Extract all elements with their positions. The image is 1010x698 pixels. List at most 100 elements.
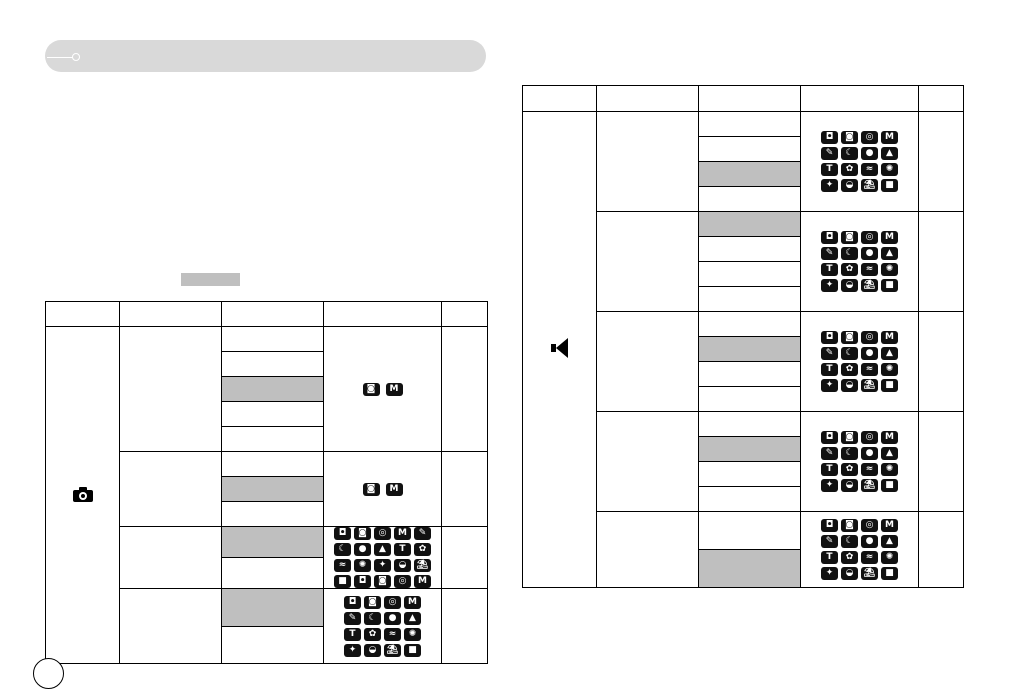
option-cell[interactable] [698, 111, 801, 137]
cam-icon: ◘ [821, 331, 838, 344]
cam-icon: ◘ [821, 231, 838, 244]
mode-icon-grid: ◘◙◎M✎☾●▲T✿≈✺✦◒⛱■ [821, 131, 898, 192]
video-icon: ■ [881, 479, 898, 492]
text-icon: T [344, 627, 361, 641]
portrait-icon: ● [861, 247, 878, 260]
option-cell-selected[interactable] [698, 549, 801, 588]
party-icon: ✦ [821, 379, 838, 392]
option-cell[interactable] [698, 361, 801, 387]
option-cell[interactable] [698, 136, 801, 162]
mode-icons-cell: ◘◙◎M✎☾●▲T✿≈✺✦◒⛱■ [800, 411, 919, 512]
left-settings-table: ◙M ◙M ◘◙◎M✎☾●▲T✿≈✺✦◒⛱■◘◙◎M ◘◙◎M✎☾●▲T✿≈✺✦… [45, 301, 488, 664]
option-cell[interactable] [698, 286, 801, 312]
option-cell[interactable] [698, 236, 801, 262]
video-icon: ■ [334, 575, 351, 588]
beach-icon: ⛱ [384, 643, 401, 657]
cam-icon: ◘ [821, 519, 838, 532]
header-cell [221, 301, 324, 327]
highlight-chip [181, 273, 240, 286]
cam2-icon: ◙ [364, 595, 381, 609]
header-cell [119, 301, 222, 327]
portrait-icon: ● [384, 611, 401, 625]
text-icon: T [821, 163, 838, 176]
moon-icon: ☾ [841, 147, 858, 160]
header-cell [596, 85, 699, 112]
firework-icon: ✺ [881, 263, 898, 276]
option-cell[interactable] [698, 311, 801, 337]
party-icon: ✦ [821, 279, 838, 292]
option-cell[interactable] [221, 351, 324, 377]
option-cell[interactable] [221, 501, 324, 527]
flower-icon: ✿ [841, 163, 858, 176]
right-settings-table: ◘◙◎M✎☾●▲T✿≈✺✦◒⛱■ ◘◙◎M✎☾●▲T✿≈✺✦◒⛱■ ◘◙◎M✎☾… [522, 85, 964, 588]
moon-icon: ☾ [334, 543, 351, 556]
option-cell[interactable] [698, 461, 801, 487]
mode-icons-cell: ◘◙◎M✎☾●▲T✿≈✺✦◒⛱■ [323, 588, 442, 664]
party-icon: ✦ [821, 479, 838, 492]
option-cell[interactable] [221, 451, 324, 477]
option-cell-selected[interactable] [221, 376, 324, 402]
sunset-icon: ◒ [841, 179, 858, 192]
dual-is-icon: ◎ [861, 519, 878, 532]
option-cell-selected[interactable] [221, 526, 324, 558]
flower-icon: ✿ [414, 543, 431, 556]
M-icon: M [385, 383, 403, 396]
mode-icon-grid: ◘◙◎M✎☾●▲T✿≈✺✦◒⛱■ [821, 231, 898, 292]
dual-is-icon: ◎ [861, 131, 878, 144]
mode-icons-cell: ◙M [323, 326, 442, 452]
cam2-icon: ◙ [354, 527, 371, 540]
option-cell-selected[interactable] [698, 436, 801, 462]
brush-icon: ✎ [821, 347, 838, 360]
option-cell[interactable] [221, 626, 324, 664]
header-dot [72, 53, 80, 61]
party-icon: ✦ [821, 567, 838, 580]
option-cell[interactable] [698, 186, 801, 212]
option-cell[interactable] [698, 511, 801, 550]
portrait-icon: ● [354, 543, 371, 556]
header-cell [698, 85, 801, 112]
T-icon: T [394, 543, 411, 556]
header-cell [45, 301, 120, 327]
M-icon: M [881, 331, 898, 344]
option-cell-selected[interactable] [698, 211, 801, 237]
video-icon: ■ [881, 567, 898, 580]
mountain-icon: ▲ [881, 247, 898, 260]
option-cell[interactable] [698, 486, 801, 512]
option-cell[interactable] [698, 411, 801, 437]
portrait-icon: ● [861, 447, 878, 460]
page-number-circle [33, 658, 64, 689]
mode-icon-grid: ◙M [362, 383, 403, 396]
header-cell [323, 301, 442, 327]
camera-mode-cell [45, 326, 120, 664]
option-cell-selected[interactable] [221, 476, 324, 502]
option-cell-selected[interactable] [221, 588, 324, 627]
brush-icon: ✎ [344, 611, 361, 625]
group-cell [596, 111, 699, 212]
option-cell-selected[interactable] [698, 161, 801, 187]
text-icon: T [821, 263, 838, 276]
M-icon: M [414, 575, 431, 588]
fish-icon: ≈ [334, 559, 351, 572]
option-cell[interactable] [221, 557, 324, 589]
option-cell[interactable] [698, 386, 801, 412]
sunset-icon: ◒ [841, 279, 858, 292]
group-cell [596, 411, 699, 512]
header-line [47, 57, 75, 58]
option-cell[interactable] [698, 261, 801, 287]
mode-icon-grid: ◘◙◎M✎☾●▲T✿≈✺✦◒⛱■ [344, 595, 421, 657]
header-cell [918, 85, 964, 112]
sunset-icon: ◒ [394, 559, 411, 572]
brush-icon: ✎ [821, 247, 838, 260]
mode-icons-cell: ◘◙◎M✎☾●▲T✿≈✺✦◒⛱■ [800, 111, 919, 212]
video-icon: ■ [881, 379, 898, 392]
firework-icon: ✺ [881, 163, 898, 176]
option-cell-selected[interactable] [698, 336, 801, 362]
beach-icon: ⛱ [861, 279, 878, 292]
M-icon: M [404, 595, 421, 609]
option-cell[interactable] [221, 326, 324, 352]
page-cell [918, 111, 964, 212]
mode-icon-grid: ◘◙◎M✎☾●▲T✿≈✺✦◒⛱■ [821, 519, 898, 580]
camera-icon [72, 486, 93, 502]
option-cell[interactable] [221, 426, 324, 452]
option-cell[interactable] [221, 401, 324, 427]
